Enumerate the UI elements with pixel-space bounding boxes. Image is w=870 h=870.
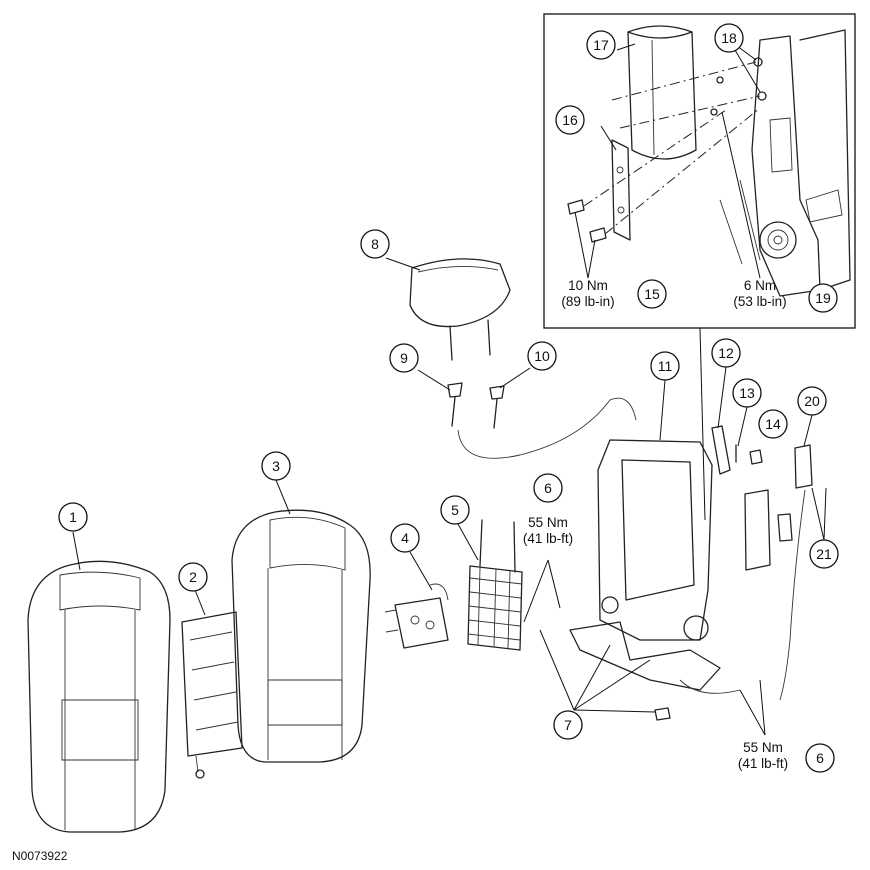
part-15-bolts xyxy=(567,199,607,243)
callout-4: 4 xyxy=(390,523,420,553)
callout-14: 14 xyxy=(758,409,788,439)
part-20-control-switch xyxy=(779,444,813,701)
callout-10-label: 10 xyxy=(534,348,550,364)
callout-1: 1 xyxy=(58,502,88,532)
part-3-backrest-pad xyxy=(231,509,371,763)
torque-6-upper-imperial: (41 lb-ft) xyxy=(523,531,573,546)
part-16-bracket xyxy=(611,139,631,241)
callout-6-upper: 6 xyxy=(533,473,563,503)
callout-17: 17 xyxy=(586,30,616,60)
callout-7: 7 xyxy=(553,710,583,740)
torque-6-upper-metric: 55 Nm xyxy=(528,515,568,530)
callout-15-label: 15 xyxy=(644,286,660,302)
callout-21: 21 xyxy=(809,539,839,569)
inset-frame xyxy=(543,13,856,329)
callout-19-label: 19 xyxy=(815,290,831,306)
callout-8: 8 xyxy=(360,229,390,259)
callout-5-label: 5 xyxy=(451,502,459,518)
callout-21-label: 21 xyxy=(816,546,832,562)
wiring-harness xyxy=(457,397,637,459)
callout-11-label: 11 xyxy=(658,358,673,374)
torque-spec-6-upper: 55 Nm (41 lb-ft) xyxy=(523,515,573,546)
part-2-heater-mat xyxy=(181,611,243,779)
part-10-guide-sleeve xyxy=(489,385,505,429)
torque-19-imperial: (53 lb-in) xyxy=(733,294,786,309)
callout-6-lower-label: 6 xyxy=(816,750,824,766)
callout-16: 16 xyxy=(555,105,585,135)
callout-5: 5 xyxy=(440,495,470,525)
callout-8-label: 8 xyxy=(371,236,379,252)
callout-10: 10 xyxy=(527,341,557,371)
connector-clip xyxy=(777,513,793,542)
callout-11: 11 xyxy=(650,351,680,381)
figure-reference-code: N0073922 xyxy=(12,849,68,863)
callout-9-label: 9 xyxy=(400,350,408,366)
callout-15: 15 xyxy=(637,279,667,309)
callout-3-label: 3 xyxy=(272,458,280,474)
part-5-suspension-mat xyxy=(467,519,523,651)
torque-15-imperial: (89 lb-in) xyxy=(561,294,614,309)
callout-2: 2 xyxy=(178,562,208,592)
leader-lines xyxy=(72,39,827,736)
callout-1-label: 1 xyxy=(69,509,77,525)
torque-19-metric: 6 Nm xyxy=(744,278,776,293)
part-9-guide-sleeve xyxy=(447,382,463,427)
callout-18-label: 18 xyxy=(721,30,737,46)
inset-locator-line xyxy=(699,327,706,521)
torque-spec-15: 10 Nm (89 lb-in) xyxy=(561,278,614,309)
callout-18: 18 xyxy=(714,23,744,53)
callout-4-label: 4 xyxy=(401,530,409,546)
callout-13-label: 13 xyxy=(739,385,755,401)
torque-6-lower-imperial: (41 lb-ft) xyxy=(738,756,788,771)
part-12-trim-panel xyxy=(711,425,731,475)
part-17-side-airbag-module xyxy=(627,25,697,160)
part-1-seat-back-cover xyxy=(27,560,171,833)
callout-7-label: 7 xyxy=(564,717,572,733)
torque-spec-19: 6 Nm (53 lb-in) xyxy=(733,278,786,309)
callout-20-label: 20 xyxy=(804,393,820,409)
torque-spec-6-lower: 55 Nm (41 lb-ft) xyxy=(738,740,788,771)
callout-14-label: 14 xyxy=(765,416,781,432)
callout-19: 19 xyxy=(808,283,838,313)
torque-15-metric: 10 Nm xyxy=(568,278,608,293)
callout-16-label: 16 xyxy=(562,112,578,128)
part-14-clip xyxy=(749,449,763,465)
callout-17-label: 17 xyxy=(593,37,609,53)
callout-3: 3 xyxy=(261,451,291,481)
callout-2-label: 2 xyxy=(189,569,197,585)
callout-9: 9 xyxy=(389,343,419,373)
part-8-head-restraint xyxy=(409,258,511,361)
part-4-lumbar-assembly xyxy=(384,583,449,649)
torque-6-lower-metric: 55 Nm xyxy=(743,740,783,755)
callout-13: 13 xyxy=(732,378,762,408)
part-11-seat-back-frame xyxy=(569,439,741,721)
callout-12-label: 12 xyxy=(718,345,734,361)
side-trim-panel xyxy=(744,489,771,571)
inset-frame-side-member xyxy=(719,29,851,297)
inset-detail xyxy=(543,13,856,329)
callout-6-lower: 6 xyxy=(805,743,835,773)
callout-20: 20 xyxy=(797,386,827,416)
callout-6-upper-label: 6 xyxy=(544,480,552,496)
callout-12: 12 xyxy=(711,338,741,368)
